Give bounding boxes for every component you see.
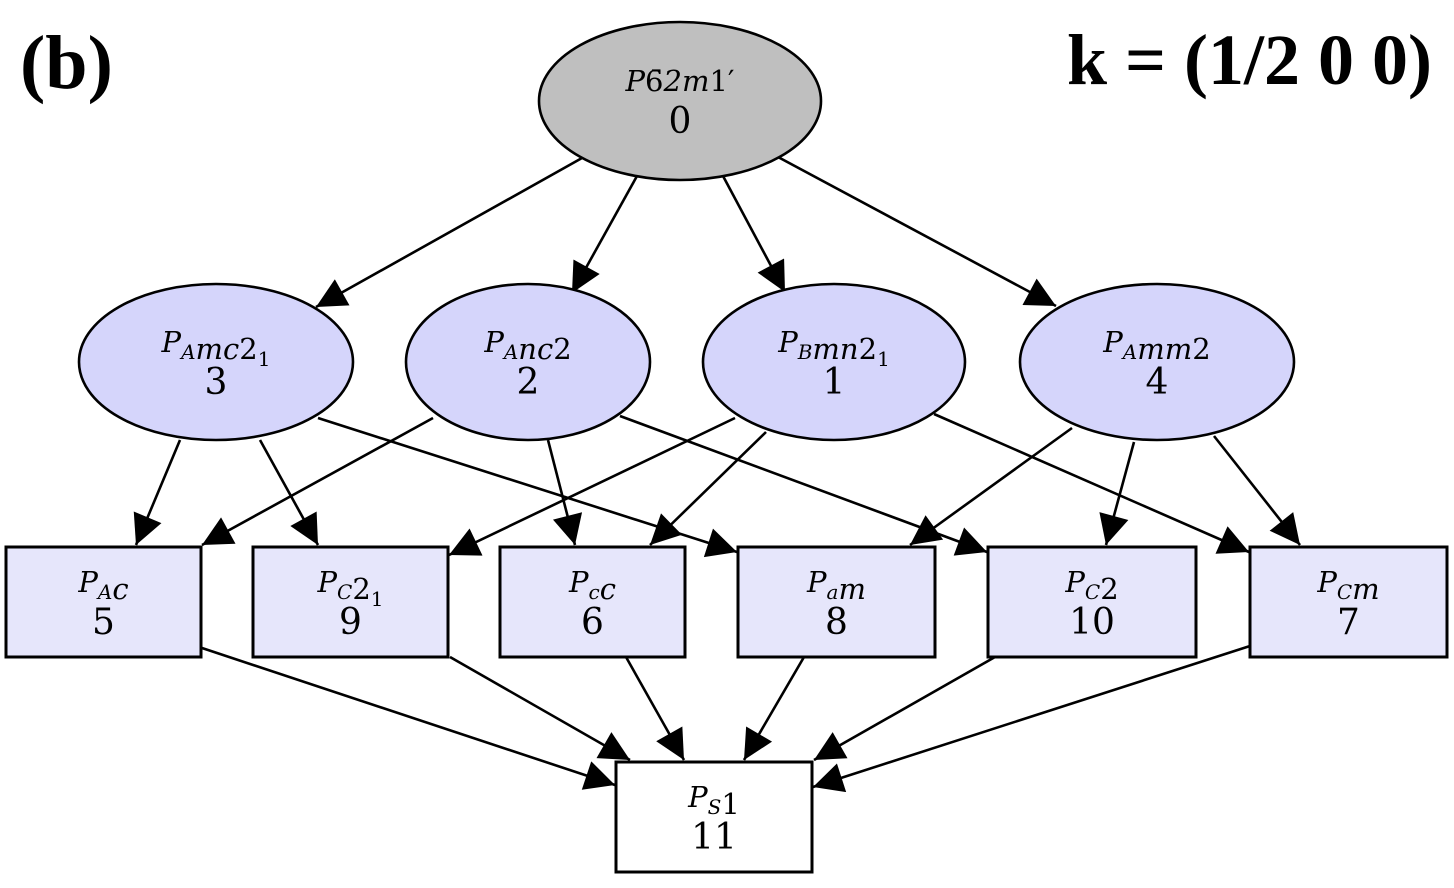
k-vector-label: k = (1/2 0 0) [1067,20,1432,100]
edge-n5-n11 [201,646,616,790]
node-number: 4 [1146,362,1169,403]
node-shape [614,760,814,874]
edge-n10-n11 [813,655,996,762]
node-shape [537,20,823,182]
node-number: 5 [92,602,115,643]
node-symbol: PAmm2 [1102,325,1210,366]
node-symbol: PC21 [316,565,383,611]
node-number: 9 [339,602,362,643]
node-shape [498,545,687,659]
node-symbol: P6̄2m1′ [625,64,735,98]
edge-n4-n8 [909,426,1073,547]
node-symbol: PC2 [1064,565,1118,606]
node-shape [736,545,937,659]
node-symbol: PBmn21 [777,325,890,371]
node-number: 10 [1069,602,1115,643]
edge-n9-n11 [449,655,631,762]
node-shape [251,545,450,659]
node-number: 2 [517,362,540,403]
node-symbol: PAc [77,565,128,606]
node-0: P6̄2m1′0 [537,20,823,182]
node-shape [1248,545,1449,659]
node-number: 0 [669,101,692,142]
panel-label: (b) [20,21,113,105]
edge-n7-n11 [812,644,1251,793]
edge-n4-n7 [1212,435,1302,546]
node-shape [77,282,355,442]
node-number: 11 [691,817,737,858]
edge-n0-n4 [777,155,1057,308]
edge-n4-n10 [1099,441,1136,546]
node-symbol: PAmc21 [161,325,271,371]
edge-n0-n1 [721,175,787,293]
node-number: 6 [581,602,604,643]
edge-n6-n11 [624,656,686,761]
node-number: 1 [823,362,846,403]
edge-n3-n9 [258,439,320,546]
node-number: 7 [1337,602,1360,643]
edge-n0-n3 [315,156,583,309]
node-shape [404,282,652,442]
edge-n1-n6 [649,431,767,546]
node-symbol: Pam [806,565,866,606]
edge-n3-n5 [133,439,182,546]
node-shape [1018,282,1296,442]
node-symbol: Pcc [568,565,616,606]
edge-n1-n9 [448,416,736,557]
node-symbol: PCm [1316,565,1379,606]
node-shape [701,282,967,442]
node-shape [986,545,1198,659]
edge-n8-n11 [742,656,806,761]
edge-n2-n6 [546,439,583,546]
node-symbol: PS1 [687,780,740,821]
edge-n0-n2 [570,175,639,294]
edges-layer [133,155,1302,793]
edge-n1-n7 [933,412,1250,554]
edge-n2-n5 [201,416,434,547]
node-symbol: PAnc2 [483,325,571,366]
node-number: 8 [825,602,848,643]
node-number: 3 [205,362,228,403]
node-shape [4,545,203,659]
